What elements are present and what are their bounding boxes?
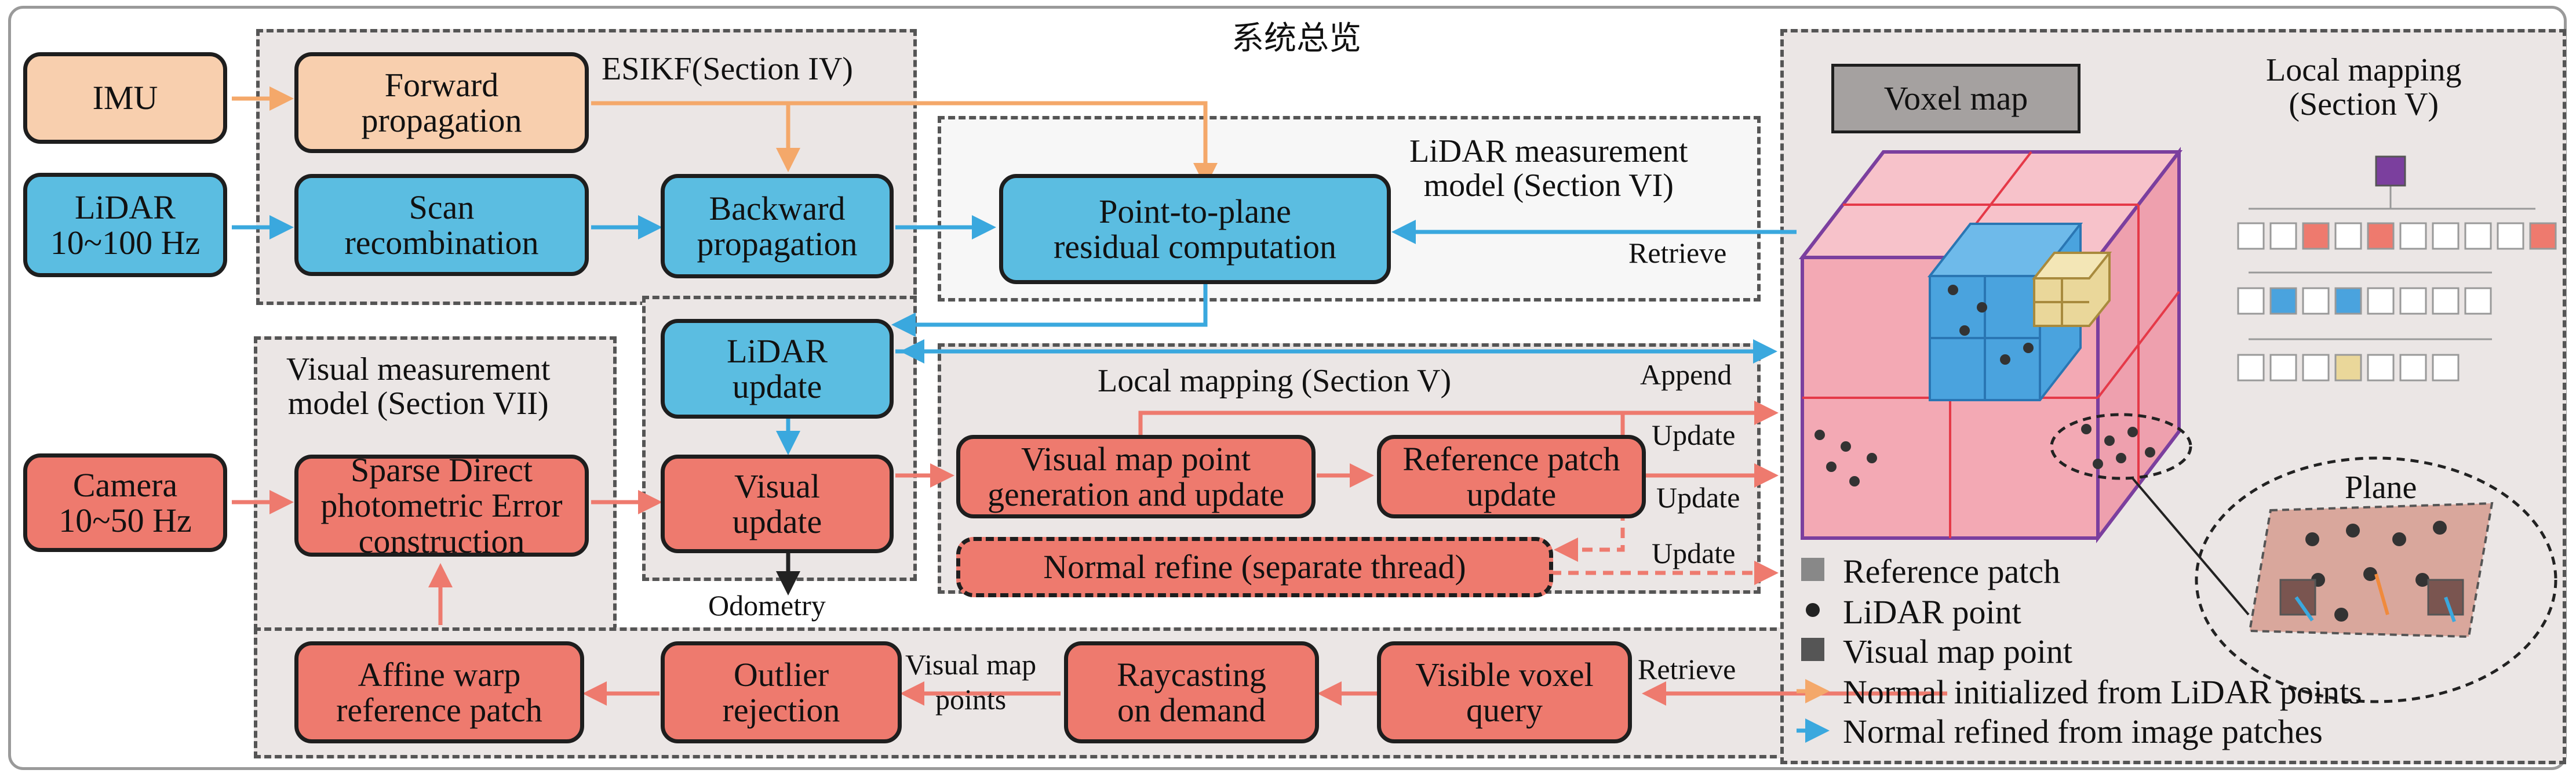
affine-warp-box: Affine warp reference patch	[294, 641, 584, 743]
raycasting-box: Raycasting on demand	[1064, 641, 1319, 743]
legend-reference-patch: Reference patch	[1843, 553, 2061, 590]
retrieve-top-label: Retrieve	[1628, 237, 1727, 269]
legend-lidar-point-glyph	[1806, 603, 1820, 617]
diagram-title: 系统总览	[1231, 20, 1361, 57]
legend-visual-map-point-glyph	[1801, 638, 1824, 661]
red-arrows	[232, 401, 1947, 706]
visual-measurement-label: Visual measurement model (Section VII)	[286, 351, 551, 422]
retrieve-bottom-label: Retrieve	[1638, 653, 1736, 685]
voxel-lidar-points	[1815, 285, 2155, 486]
append-label: Append	[1640, 358, 1732, 391]
lidar-measurement-label: LiDAR measurement model (Section VI)	[1409, 133, 1688, 204]
forward-propagation-box: Forward propagation	[294, 52, 589, 153]
legend-normal-lidar: Normal initialized from LiDAR points	[1843, 673, 2362, 711]
scan-recombination-box: Scan recombination	[294, 174, 589, 276]
legend-reference-patch-glyph	[1801, 558, 1824, 581]
legend-normal-image: Normal refined from image patches	[1843, 713, 2323, 750]
visual-map-point-box: Visual map point generation and update	[956, 435, 1316, 518]
visual-map-points-label: Visual map points	[905, 648, 1037, 716]
plane-label: Plane	[2345, 470, 2417, 506]
blue-arrows	[232, 215, 1797, 455]
visual-update-box: Visual update	[661, 455, 894, 553]
visible-voxel-box: Visible voxel query	[1377, 641, 1632, 743]
plane-zoom-ellipse	[2195, 456, 2557, 703]
orange-arrows	[232, 86, 1218, 187]
update-label-3: Update	[1652, 537, 1736, 569]
camera-box: Camera 10~50 Hz	[23, 453, 227, 552]
reference-patch-update-box: Reference patch update	[1377, 435, 1646, 518]
voxel-map-box: Voxel map	[1831, 64, 2081, 133]
local-mapping-right-label: Local mapping (Section V)	[2266, 52, 2462, 122]
update-label-1: Update	[1652, 419, 1736, 451]
lidar-box: LiDAR 10~100 Hz	[23, 173, 227, 277]
local-mapping-inner-label: Local mapping (Section V)	[1098, 363, 1452, 399]
point-to-plane-box: Point-to-plane residual computation	[999, 174, 1391, 284]
voxel-cube	[1798, 147, 2183, 543]
normal-refine-box: Normal refine (separate thread)	[956, 537, 1553, 597]
plane-callout-ellipse	[2050, 413, 2192, 480]
sparse-direct-box: Sparse Direct photometric Error construc…	[294, 452, 589, 559]
outlier-rejection-box: Outlier rejection	[661, 641, 902, 743]
update-label-2: Update	[1656, 481, 1740, 514]
odometry-label: Odometry	[708, 589, 826, 622]
backward-propagation-box: Backward propagation	[661, 174, 894, 278]
voxel-tree	[2237, 155, 2557, 382]
legend-visual-map-point: Visual map point	[1843, 633, 2073, 670]
esikf-label: ESIKF(Section IV)	[602, 51, 853, 87]
legend-lidar-point: LiDAR point	[1843, 593, 2021, 631]
imu-box: IMU	[23, 52, 227, 144]
lidar-update-box: LiDAR update	[661, 319, 894, 419]
